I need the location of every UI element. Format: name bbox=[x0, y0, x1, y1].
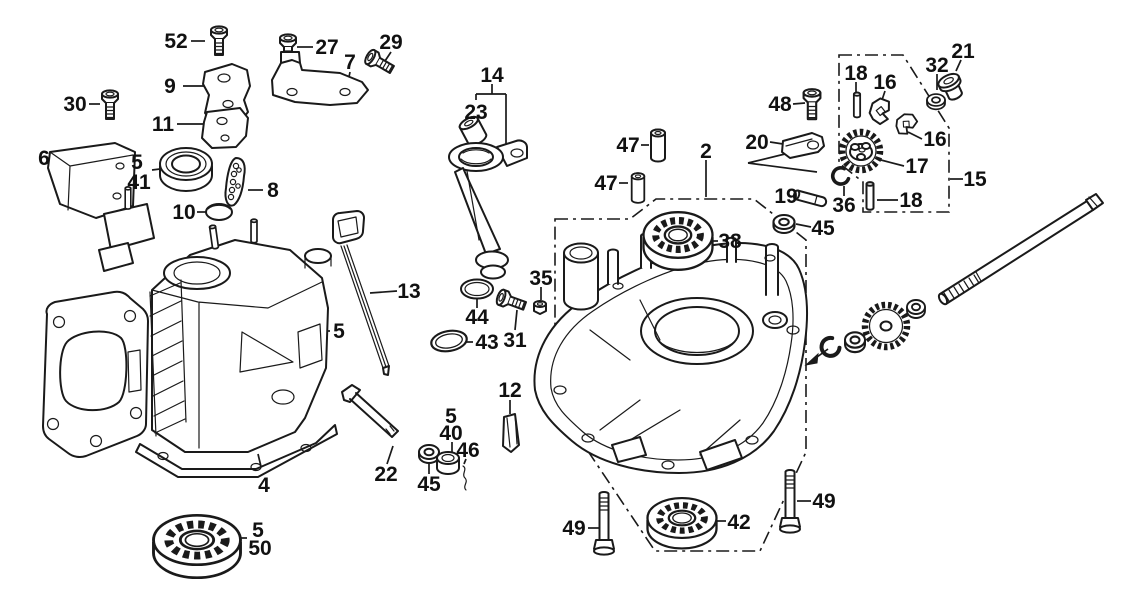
cover-bracket-6 bbox=[47, 142, 136, 219]
flange-bolt-49-left bbox=[593, 491, 615, 556]
governor-pin-18-lower bbox=[865, 181, 875, 211]
governor-flyweight-16-right bbox=[895, 113, 919, 135]
washer-32 bbox=[926, 93, 946, 111]
callout-44-32: 44 bbox=[465, 306, 489, 329]
callout-49-48: 49 bbox=[812, 490, 835, 513]
callout-9-4: 9 bbox=[164, 75, 176, 98]
governor-arm-22 bbox=[341, 384, 399, 438]
callout-47-14: 47 bbox=[616, 134, 639, 157]
callout-17-24: 17 bbox=[905, 155, 928, 178]
governor-kit-15 bbox=[829, 91, 919, 211]
callout-16-20: 16 bbox=[873, 71, 896, 94]
callout-41-9: 41 bbox=[127, 171, 151, 194]
cylinder-barrel-assembly bbox=[42, 186, 338, 478]
ball-bearing-42 bbox=[648, 498, 717, 548]
oring-44 bbox=[460, 278, 494, 300]
callout-49-46: 49 bbox=[562, 517, 585, 540]
crankcase-cover-2 bbox=[533, 232, 808, 474]
callout-19-28: 19 bbox=[774, 185, 797, 208]
callout-5-39: 5 bbox=[445, 405, 457, 428]
dipstick-13 bbox=[332, 210, 390, 376]
governor-kit-boundary bbox=[838, 54, 950, 213]
wedge-key-12 bbox=[502, 413, 520, 453]
callout-5-44: 5 bbox=[252, 519, 264, 542]
shaft-clip bbox=[816, 333, 844, 362]
bushing-40 bbox=[436, 451, 460, 475]
callout-35-31: 35 bbox=[529, 267, 553, 290]
weight-strip-8 bbox=[224, 157, 246, 207]
nut-35 bbox=[533, 300, 547, 315]
callout-15-25: 15 bbox=[963, 168, 987, 191]
callout-5-37: 5 bbox=[333, 320, 345, 343]
callout-52-0: 52 bbox=[164, 30, 187, 53]
callout-40-40: 40 bbox=[439, 422, 462, 445]
callout-18-26: 18 bbox=[899, 189, 923, 212]
callout-29-2: 29 bbox=[379, 31, 402, 54]
ball-bearing-50 bbox=[154, 515, 241, 577]
governor-bolt-48 bbox=[802, 88, 822, 121]
callout-6-7: 6 bbox=[38, 147, 50, 170]
dowel-pin-47-upper bbox=[650, 128, 666, 163]
callout-27-1: 27 bbox=[315, 36, 338, 59]
drain-bolt-31 bbox=[494, 287, 529, 315]
shaft-washer-left bbox=[843, 331, 867, 354]
oring-43 bbox=[428, 326, 470, 356]
callout-38-35: 38 bbox=[718, 230, 742, 253]
callout-48-17: 48 bbox=[768, 93, 792, 116]
callout-45-42: 45 bbox=[417, 473, 441, 496]
filler-tube-14 bbox=[448, 115, 528, 280]
bracket-7 bbox=[271, 51, 369, 106]
crankcase-cover-boundary bbox=[554, 198, 807, 552]
dowel-pin-47-lower bbox=[630, 172, 646, 204]
callout-22-38: 22 bbox=[374, 463, 397, 486]
callout-5-8: 5 bbox=[131, 151, 143, 174]
mount-pad-11 bbox=[201, 107, 249, 149]
callout-8-10: 8 bbox=[267, 179, 279, 202]
callout-47-15: 47 bbox=[594, 172, 617, 195]
callout-45-29: 45 bbox=[811, 217, 835, 240]
bushing-21 bbox=[937, 72, 963, 101]
callout-16-23: 16 bbox=[923, 128, 946, 151]
callout-20-18: 20 bbox=[745, 131, 768, 154]
pto-shaft-assembly bbox=[816, 193, 1104, 362]
washer-45-upper bbox=[772, 213, 796, 235]
callout-50-45: 50 bbox=[248, 537, 271, 560]
callout-31-34: 31 bbox=[503, 329, 527, 352]
governor-plate-20 bbox=[781, 132, 825, 159]
shaft-washer-right bbox=[906, 299, 926, 319]
callout-2-16: 2 bbox=[700, 140, 712, 163]
plug-10 bbox=[205, 203, 233, 221]
spring-pin-46 bbox=[462, 465, 467, 491]
callout-36-27: 36 bbox=[832, 194, 855, 217]
callout-42-47: 42 bbox=[727, 511, 750, 534]
ball-bearing-38 bbox=[644, 212, 713, 270]
governor-pin-18-upper bbox=[852, 91, 862, 119]
callout-23-13: 23 bbox=[464, 101, 487, 124]
governor-shaft-19 bbox=[792, 189, 828, 208]
callout-32-21: 32 bbox=[925, 54, 948, 77]
callout-10-11: 10 bbox=[172, 201, 195, 224]
callout-12-36: 12 bbox=[498, 379, 521, 402]
oil-seal-41 bbox=[159, 147, 213, 192]
callout-14-12: 14 bbox=[480, 64, 504, 87]
timing-gear bbox=[865, 305, 907, 347]
callout-4-43: 4 bbox=[258, 474, 270, 497]
callout-7-3: 7 bbox=[344, 51, 356, 74]
callout-11-6: 11 bbox=[152, 113, 175, 136]
callout-43-33: 43 bbox=[475, 331, 498, 354]
assembly-boundaries bbox=[554, 54, 950, 552]
bolt-52 bbox=[210, 25, 228, 56]
governor-flyweight-16-left bbox=[868, 97, 890, 126]
governor-gear-17 bbox=[838, 128, 884, 174]
callout-13-30: 13 bbox=[397, 280, 420, 303]
bolt-30 bbox=[101, 89, 119, 120]
callout-21-22: 21 bbox=[951, 40, 975, 63]
callout-18-19: 18 bbox=[844, 62, 868, 85]
callout-46-41: 46 bbox=[456, 439, 479, 462]
callout-30-5: 30 bbox=[63, 93, 86, 116]
